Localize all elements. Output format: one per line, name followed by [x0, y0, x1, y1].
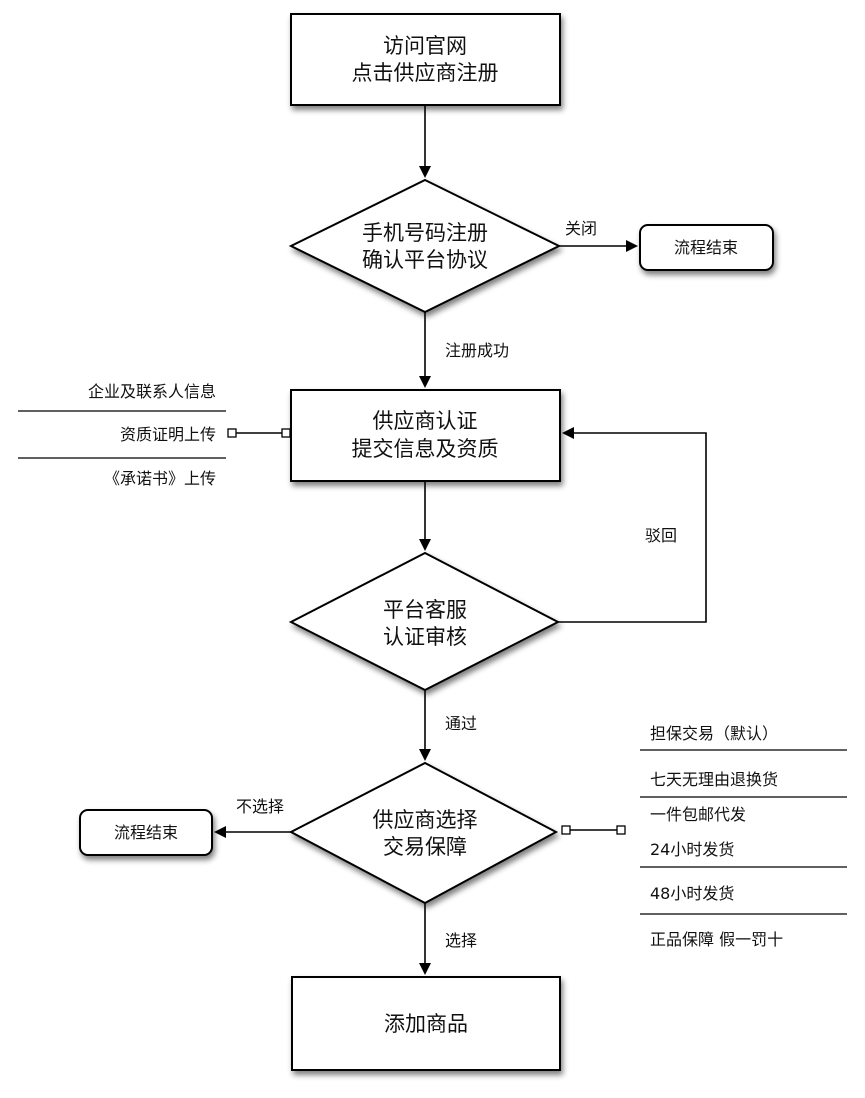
certify-item: 企业及联系人信息 [88, 382, 216, 401]
node-register-line1: 手机号码注册 [362, 221, 488, 245]
edge-label-not-select: 不选择 [236, 797, 284, 816]
node-end-top-label: 流程结束 [674, 238, 738, 257]
guarantee-item: 七天无理由退换货 [650, 770, 778, 789]
node-register-line2: 确认平台协议 [362, 248, 488, 272]
certify-item: 资质证明上传 [120, 425, 216, 444]
node-start-line1: 访问官网 [383, 34, 467, 58]
guarantee-items-list: 担保交易（默认） 七天无理由退换货 一件包邮代发 24小时发货 48小时发货 正… [561, 724, 847, 949]
node-add-product: 添加商品 [291, 976, 561, 1071]
node-guarantee: 供应商选择 交易保障 [288, 761, 559, 905]
node-start: 访问官网 点击供应商注册 [290, 13, 561, 106]
edge-label-select: 选择 [445, 931, 477, 950]
node-review: 平台客服 认证审核 [288, 551, 561, 692]
certify-item: 《承诺书》上传 [104, 469, 216, 488]
node-register: 手机号码注册 确认平台协议 [288, 178, 562, 314]
node-guarantee-line1: 供应商选择 [373, 808, 478, 832]
node-add-product-label: 添加商品 [384, 1012, 468, 1036]
arrow-reject [558, 427, 707, 623]
certify-items-list: 企业及联系人信息 资质证明上传 《承诺书》上传 [18, 382, 291, 488]
connector-end [227, 428, 237, 438]
node-end-left-label: 流程结束 [114, 823, 178, 842]
guarantee-item: 一件包邮代发 [650, 805, 746, 824]
node-end-left: 流程结束 [79, 809, 213, 856]
node-certify: 供应商认证 提交信息及资质 [290, 389, 561, 482]
connector-end [281, 428, 291, 438]
node-end-top: 流程结束 [639, 224, 774, 271]
guarantee-item: 正品保障 假一罚十 [650, 930, 783, 949]
guarantee-item: 担保交易（默认） [650, 724, 778, 743]
node-start-line2: 点击供应商注册 [352, 61, 499, 85]
edge-label-pass: 通过 [445, 714, 477, 733]
connector-end [616, 825, 626, 835]
node-review-line2: 认证审核 [383, 625, 467, 649]
connector-end [561, 825, 571, 835]
edge-label-register-success: 注册成功 [445, 341, 509, 360]
edge-label-reject: 驳回 [645, 526, 677, 545]
guarantee-item: 24小时发货 [650, 840, 734, 859]
node-guarantee-line2: 交易保障 [383, 835, 467, 859]
node-certify-line2: 提交信息及资质 [352, 437, 499, 461]
node-review-line1: 平台客服 [383, 598, 467, 622]
edge-label-close: 关闭 [565, 219, 597, 238]
guarantee-item: 48小时发货 [650, 884, 734, 903]
node-certify-line1: 供应商认证 [373, 409, 478, 433]
